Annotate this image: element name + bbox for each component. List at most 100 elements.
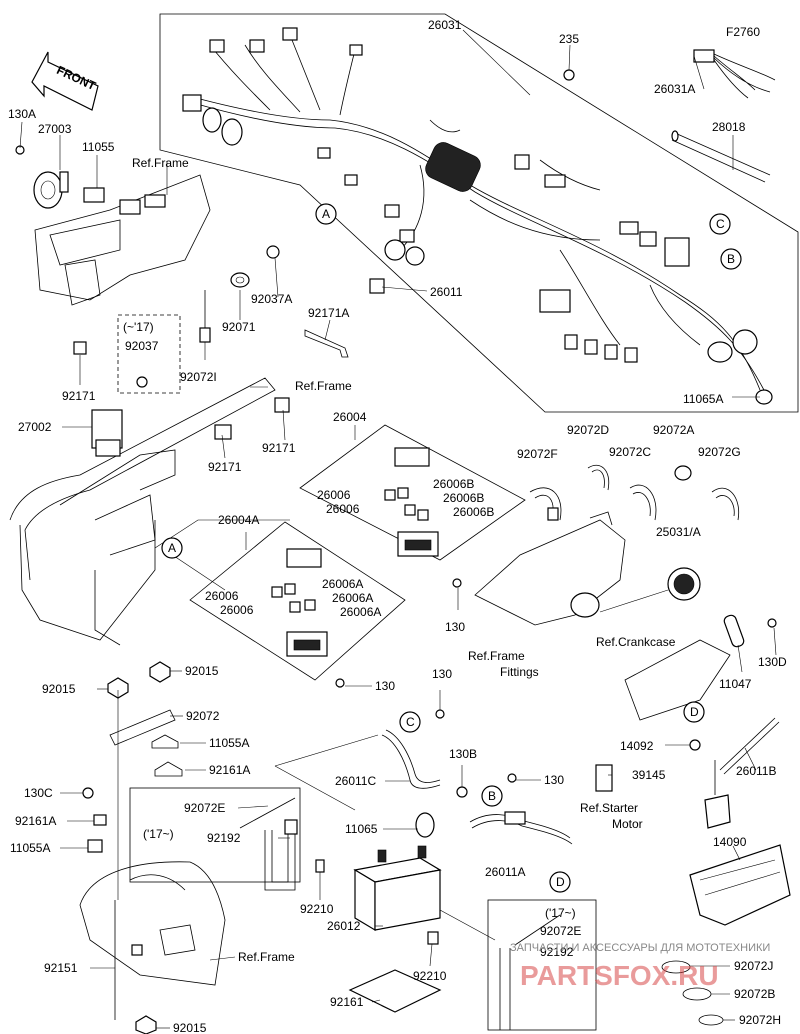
label-92072: 92072 bbox=[186, 709, 220, 723]
callout-d-bottom bbox=[549, 871, 571, 893]
label-92192-b: 92192 bbox=[540, 945, 574, 959]
frame-upper-left bbox=[34, 174, 211, 306]
callout-b-top-label: B bbox=[727, 252, 735, 266]
label-92072i: 92072I bbox=[180, 370, 217, 384]
label-92210-b: 92210 bbox=[413, 969, 447, 983]
label-92072h: 92072H bbox=[739, 1013, 781, 1027]
pad-92161-shape bbox=[348, 969, 442, 1013]
label-11055: 11055 bbox=[82, 140, 115, 154]
label-130-c: 130 bbox=[432, 667, 452, 681]
label-26011b: 26011B bbox=[736, 764, 776, 778]
fuse-box-26004-panel bbox=[299, 424, 526, 561]
label-130a: 130A bbox=[8, 107, 36, 121]
frame-lower bbox=[9, 377, 290, 646]
label-14092: 14092 bbox=[620, 739, 654, 753]
clip-92171-shape bbox=[73, 341, 87, 355]
watermark: ЗАПЧАСТИ И АКСЕССУАРЫ ДЛЯ МОТОТЕХНИКИ PA… bbox=[510, 942, 770, 991]
label-92072g: 92072G bbox=[698, 445, 741, 459]
bracket-11055-shape bbox=[83, 187, 105, 203]
label-26006b-3: 26006B bbox=[453, 505, 494, 519]
label-26004: 26004 bbox=[333, 410, 367, 424]
label-pre17: (~'17) bbox=[123, 320, 154, 334]
label-92072e-2: 92072E bbox=[540, 924, 581, 938]
callout-b-bottom-label: B bbox=[488, 789, 496, 803]
label-92072f: 92072F bbox=[517, 447, 558, 461]
label-27002: 27002 bbox=[18, 420, 52, 434]
cable-26011C-shape bbox=[381, 709, 517, 798]
label-post17-a: ('17~) bbox=[143, 827, 174, 841]
callouts: A A B B C C D D bbox=[161, 203, 742, 893]
label-92171a: 92171A bbox=[308, 306, 349, 320]
cap-11065-shape bbox=[415, 812, 435, 838]
clamp-92171A-shape bbox=[304, 329, 349, 358]
callout-b-top bbox=[720, 248, 742, 270]
label-130-a: 130 bbox=[445, 620, 465, 634]
cable-26011A-shape bbox=[469, 811, 573, 845]
label-92210-a: 92210 bbox=[300, 902, 334, 916]
label-92037a: 92037A bbox=[251, 292, 292, 306]
label-11065a: 11065A bbox=[683, 392, 723, 406]
label-post17-b: ('17~) bbox=[545, 906, 576, 920]
label-130d: 130D bbox=[758, 655, 787, 669]
label-39145: 39145 bbox=[632, 768, 666, 782]
tube-28018-shape bbox=[671, 130, 771, 183]
label-92072d: 92072D bbox=[567, 423, 609, 437]
bolt-235-shape bbox=[563, 69, 575, 81]
label-92072c: 92072C bbox=[609, 445, 651, 459]
label-92161a-2: 92161A bbox=[15, 814, 56, 828]
label-26011a: 26011A bbox=[485, 865, 525, 879]
label-235: 235 bbox=[559, 32, 579, 46]
label-92015-a: 92015 bbox=[185, 664, 219, 678]
label-ref-frame-3: Ref.Frame bbox=[238, 950, 295, 964]
label-92171-a: 92171 bbox=[62, 389, 96, 403]
label-26011: 26011 bbox=[430, 285, 463, 299]
label-130-d: 130 bbox=[544, 773, 564, 787]
label-26006-c: 26006 bbox=[205, 589, 239, 603]
starter-relay-shape bbox=[595, 717, 780, 829]
label-26031a: 26031A bbox=[654, 82, 695, 96]
frame-fittings bbox=[474, 511, 626, 626]
crankcase-ref bbox=[624, 614, 777, 721]
callout-a-bottom bbox=[161, 537, 183, 559]
label-ref-frame-1: Ref.Frame bbox=[132, 156, 189, 170]
label-92192-a: 92192 bbox=[207, 831, 241, 845]
label-26006b-1: 26006B bbox=[433, 477, 474, 491]
callout-c-bottom-label: C bbox=[406, 715, 415, 729]
clip-92037A-shape bbox=[266, 245, 280, 259]
label-11047: 11047 bbox=[719, 677, 752, 691]
label-25031a: 25031/A bbox=[656, 525, 701, 539]
horn-27003-shape bbox=[15, 145, 69, 209]
sensor-25031A-shape bbox=[599, 567, 701, 613]
label-26006-d: 26006 bbox=[220, 603, 254, 617]
callout-d-bottom-label: D bbox=[556, 875, 565, 889]
label-92161a-1: 92161A bbox=[209, 763, 250, 777]
callout-a-top bbox=[315, 203, 337, 225]
frame-rear bbox=[79, 861, 226, 1034]
callout-d-top-label: D bbox=[690, 705, 699, 719]
battery-26012-shape bbox=[353, 845, 442, 932]
part-labels: 26031 235 F2760 26031A 28018 130A 27003 … bbox=[8, 18, 787, 1034]
label-92151: 92151 bbox=[44, 961, 78, 975]
label-92072b: 92072B bbox=[734, 987, 775, 1001]
label-26012: 26012 bbox=[327, 919, 361, 933]
label-130c: 130C bbox=[24, 786, 53, 800]
callout-a-bottom-label: A bbox=[168, 541, 176, 555]
label-130b: 130B bbox=[449, 747, 477, 761]
label-26006-b: 26006 bbox=[326, 502, 360, 516]
label-92161: 92161 bbox=[330, 995, 364, 1009]
label-92015-b: 92015 bbox=[42, 682, 76, 696]
label-26006a-1: 26006A bbox=[322, 577, 363, 591]
label-ref-frame-fittings-1: Ref.Frame bbox=[468, 649, 525, 663]
label-92037: 92037 bbox=[125, 339, 159, 353]
label-11055a-2: 11055A bbox=[10, 841, 50, 855]
label-ref-frame-2: Ref.Frame bbox=[295, 379, 352, 393]
strap-92192b-shape bbox=[499, 914, 561, 1030]
label-26006a-3: 26006A bbox=[340, 605, 381, 619]
leader-lines bbox=[19, 29, 777, 1029]
label-11055a-1: 11055A bbox=[209, 736, 249, 750]
grommet-92071-shape bbox=[230, 272, 250, 288]
callout-a-top-label: A bbox=[322, 207, 330, 221]
variant-box-post17-right bbox=[487, 899, 597, 1031]
cover-14090-shape bbox=[689, 844, 791, 926]
